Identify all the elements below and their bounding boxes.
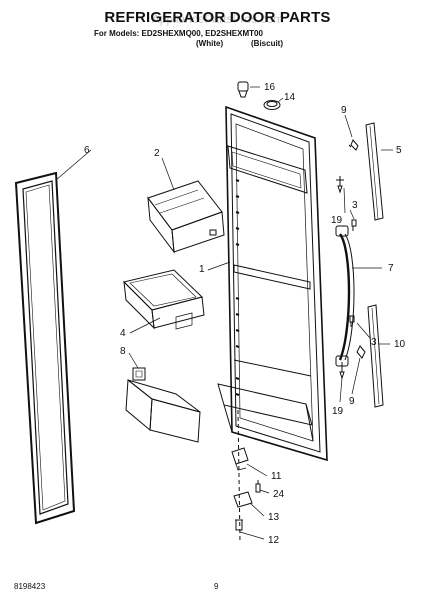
page-number: 9 bbox=[214, 582, 219, 591]
variant-biscuit: (Biscuit) bbox=[251, 39, 283, 48]
door-handle-drawing bbox=[335, 225, 355, 367]
callout-9-top: 9 bbox=[341, 105, 347, 116]
callout-2: 2 bbox=[154, 148, 160, 159]
door-gasket-drawing bbox=[14, 171, 76, 525]
document-number: 8198423 bbox=[14, 582, 46, 591]
callout-4: 4 bbox=[120, 328, 126, 339]
callout-11: 11 bbox=[271, 471, 282, 482]
lower-door-bin-drawing bbox=[125, 367, 201, 443]
watermark: AppliancePartsPros.com bbox=[151, 12, 284, 26]
door-shelf-drawing bbox=[123, 269, 205, 330]
leader-lines bbox=[55, 86, 393, 540]
callout-12: 12 bbox=[268, 535, 280, 546]
upper-trim-drawing bbox=[365, 122, 384, 221]
callout-1: 1 bbox=[199, 264, 205, 275]
cap-and-plug-drawings bbox=[237, 81, 281, 110]
callout-3-bottom: 3 bbox=[371, 337, 377, 348]
callout-3-top: 3 bbox=[352, 200, 358, 211]
callout-14: 14 bbox=[284, 92, 296, 103]
callout-7: 7 bbox=[388, 263, 394, 274]
variant-white: (White) bbox=[196, 39, 224, 48]
callout-19-top: 19 bbox=[331, 215, 343, 226]
callout-10: 10 bbox=[394, 339, 406, 350]
callout-numbers: 16 14 9 5 6 2 19 3 1 7 4 8 3 10 9 19 11 … bbox=[84, 82, 406, 546]
fastener-drawings bbox=[336, 139, 366, 380]
callout-6: 6 bbox=[84, 145, 90, 156]
models-line: For Models: ED2SHEXMQ00, ED2SHEXMT00 bbox=[94, 29, 263, 38]
callout-13: 13 bbox=[268, 512, 280, 523]
callout-19-bottom: 19 bbox=[332, 406, 344, 417]
dairy-compartment-drawing bbox=[147, 180, 225, 254]
callout-8: 8 bbox=[120, 346, 126, 357]
door-liner-drawing bbox=[217, 105, 328, 462]
page-title: REFRIGERATOR DOOR PARTS bbox=[104, 9, 331, 26]
callout-24: 24 bbox=[273, 489, 285, 500]
lower-trim-drawing bbox=[367, 304, 384, 408]
hinge-assembly-drawing bbox=[231, 409, 261, 543]
callout-16: 16 bbox=[264, 82, 276, 93]
callout-9-bottom: 9 bbox=[349, 396, 355, 407]
callout-5: 5 bbox=[396, 145, 402, 156]
